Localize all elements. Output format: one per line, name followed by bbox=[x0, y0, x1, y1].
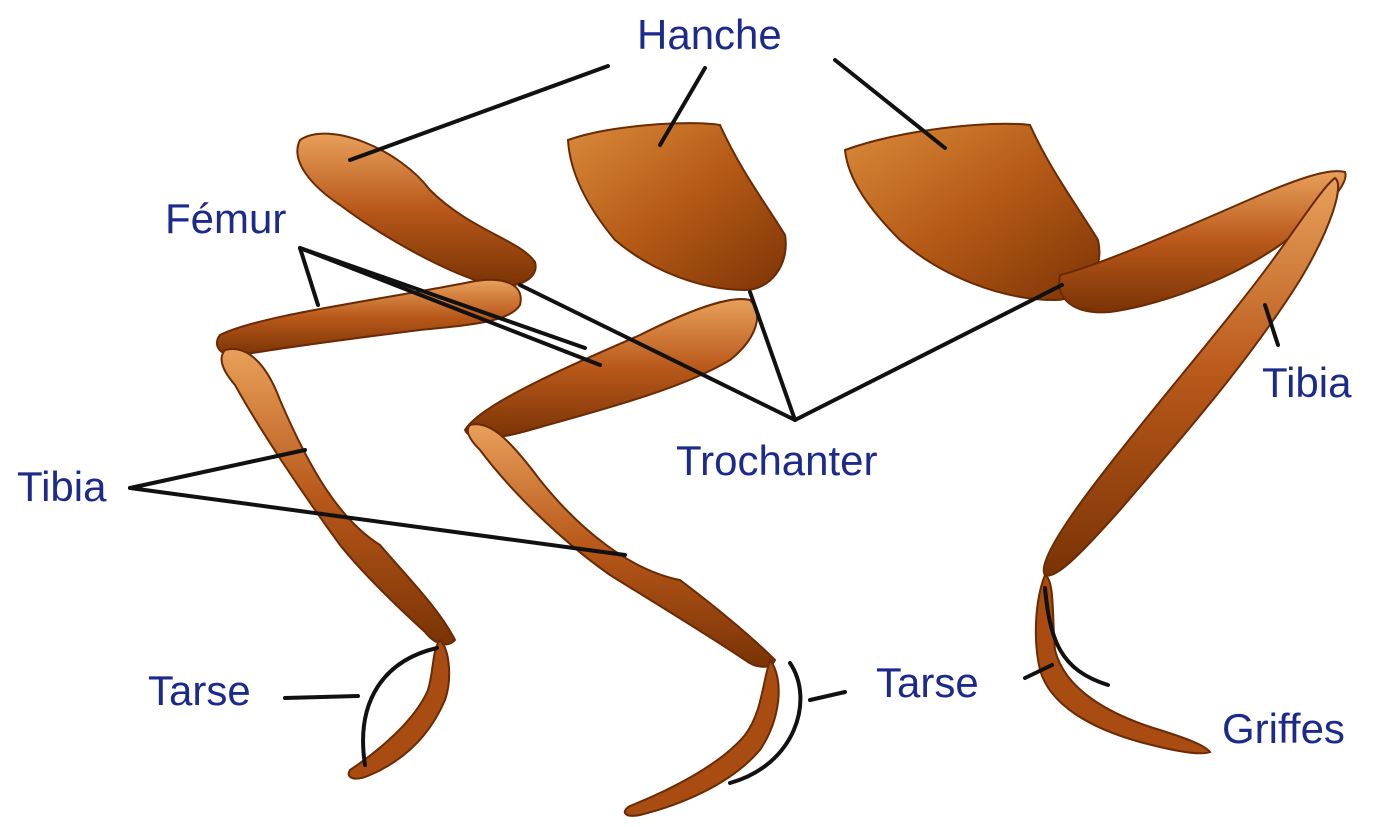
label-tarse-right: Tarse bbox=[876, 662, 979, 704]
front-leg-coxa bbox=[297, 134, 535, 287]
tarse-left-leader bbox=[285, 696, 358, 698]
middle-leg-tarsus bbox=[625, 660, 779, 816]
middle-leg-coxa bbox=[568, 123, 786, 290]
hanche-leader-3 bbox=[835, 60, 945, 148]
label-tarse-left: Tarse bbox=[148, 670, 251, 712]
trochanter-leader-3 bbox=[795, 285, 1062, 420]
label-hanche: Hanche bbox=[637, 14, 782, 56]
hind-leg-tarsus bbox=[1036, 575, 1210, 753]
label-trochanter: Trochanter bbox=[676, 440, 878, 482]
tibia-left-leader-1 bbox=[130, 450, 305, 488]
label-femur: Fémur bbox=[165, 198, 286, 240]
label-tibia-right: Tibia bbox=[1262, 362, 1351, 404]
femur-leader-1 bbox=[300, 248, 318, 305]
label-griffes: Griffes bbox=[1222, 708, 1345, 750]
tarse-right-leader bbox=[810, 692, 845, 700]
label-tibia-left: Tibia bbox=[17, 466, 106, 508]
front-leg-tibia bbox=[222, 349, 455, 644]
hind-leg-coxa bbox=[845, 124, 1099, 300]
